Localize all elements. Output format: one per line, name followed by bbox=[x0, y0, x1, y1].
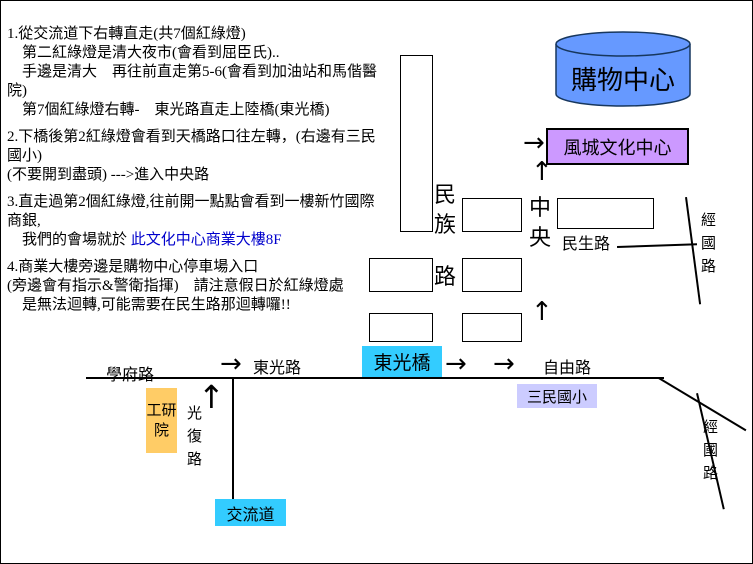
city-block bbox=[462, 258, 522, 292]
xuefu-road-label: 學府路 bbox=[106, 367, 155, 384]
guangfu-road-line bbox=[232, 379, 234, 500]
direction-step-2: 2.下橋後第2紅綠燈會看到天橋路口往左轉，(右邊有三民 國小) (不要開到盡頭)… bbox=[7, 128, 452, 185]
minsheng-road-line bbox=[617, 243, 698, 248]
dongguang-bridge-box: 東光橋 bbox=[362, 346, 442, 377]
arrow-right-icon: → bbox=[445, 349, 467, 379]
shopping-center-cylinder: 購物中心 bbox=[553, 30, 693, 108]
minzu-road-label: 民族 bbox=[434, 182, 457, 237]
minsheng-road-label: 民生路 bbox=[562, 236, 611, 253]
arrow-up-icon: ↑ bbox=[531, 157, 553, 187]
city-block bbox=[557, 198, 654, 229]
arrow-up-icon: ↑ bbox=[531, 297, 553, 327]
itri-box: 工研院 bbox=[146, 388, 177, 453]
guangfu-road-label: 光復路 bbox=[187, 406, 203, 468]
direction-line: 國小) bbox=[7, 148, 42, 164]
venue-link[interactable]: 此文化中心商業大樓8F bbox=[130, 232, 282, 248]
sanmin-school-box: 三民國小 bbox=[517, 384, 597, 408]
direction-line: 1.從交流道下右轉直走(共7個紅綠燈) bbox=[7, 26, 246, 42]
interchange-box: 交流道 bbox=[215, 499, 286, 526]
direction-line: 是無法迴轉,可能需要在民生路那迴轉囉!! bbox=[7, 297, 291, 313]
city-block bbox=[369, 313, 433, 342]
direction-line: 我們的會場就於 此文化中心商業大樓8F bbox=[7, 231, 452, 250]
direction-line: 第7個紅綠燈右轉- 東光路直走上陸橋(東光橋) bbox=[7, 102, 330, 118]
direction-step-3: 3.直走過第2個紅綠燈,往前開一點點會看到一樓新竹國際 商銀, 我們的會場就於 … bbox=[7, 193, 452, 250]
jingguo-road-line-top bbox=[685, 197, 702, 305]
directions-text: 1.從交流道下右轉直走(共7個紅綠燈) 第二紅綠燈是清大夜市(會看到屈臣氏)..… bbox=[7, 25, 452, 323]
city-block bbox=[462, 313, 522, 342]
central-road-label: 中央 bbox=[529, 195, 552, 250]
direction-step-4: 4.商業大樓旁邊是購物中心停車場入口 (旁邊會有指示&警衛指揮) 請注意假日於紅… bbox=[7, 258, 452, 315]
city-block bbox=[462, 198, 522, 232]
arrow-right-icon: → bbox=[523, 128, 545, 158]
jingguo-road-label-top: 經國路 bbox=[701, 213, 717, 275]
shopping-center-label: 購物中心 bbox=[570, 66, 675, 95]
arrow-right-icon: → bbox=[493, 349, 515, 379]
direction-step-1: 1.從交流道下右轉直走(共7個紅綠燈) 第二紅綠燈是清大夜市(會看到屈臣氏)..… bbox=[7, 25, 452, 120]
cultural-center-box: 風城文化中心 bbox=[546, 128, 689, 165]
minzu-road-lu-label: 路 bbox=[434, 264, 457, 289]
arrow-up-icon: ↑ bbox=[198, 378, 225, 416]
city-block bbox=[400, 55, 433, 232]
direction-line: 4.商業大樓旁邊是購物中心停車場入口 bbox=[7, 259, 259, 275]
city-block bbox=[369, 258, 433, 292]
direction-line: 3.直走過第2個紅綠燈,往前開一點點會看到一樓新竹國際 bbox=[7, 194, 375, 210]
direction-line: 2.下橋後第2紅綠燈會看到天橋路口往左轉，(右邊有三民 bbox=[7, 129, 376, 145]
direction-line: 商銀, bbox=[7, 213, 41, 229]
direction-line: (不要開到盡頭) --->進入中央路 bbox=[7, 167, 210, 183]
ziyou-road-label: 自由路 bbox=[543, 360, 592, 377]
jingguo-road-label-bottom: 經國路 bbox=[703, 420, 719, 482]
dongguang-road-label: 東光路 bbox=[253, 360, 302, 377]
arrow-right-icon: → bbox=[220, 349, 242, 379]
direction-line: (旁邊會有指示&警衛指揮) 請注意假日於紅綠燈處 bbox=[7, 278, 344, 294]
direction-line: 第二紅綠燈是清大夜市(會看到屈臣氏).. bbox=[7, 45, 280, 61]
direction-line: 院) bbox=[7, 83, 27, 99]
direction-line: 手邊是清大 再往前直走第5-6(會看到加油站和馬偕醫 bbox=[7, 64, 377, 80]
venue-text: 我們的會場就於 bbox=[7, 232, 131, 248]
cylinder-icon bbox=[555, 31, 691, 107]
main-road-line bbox=[86, 377, 664, 379]
